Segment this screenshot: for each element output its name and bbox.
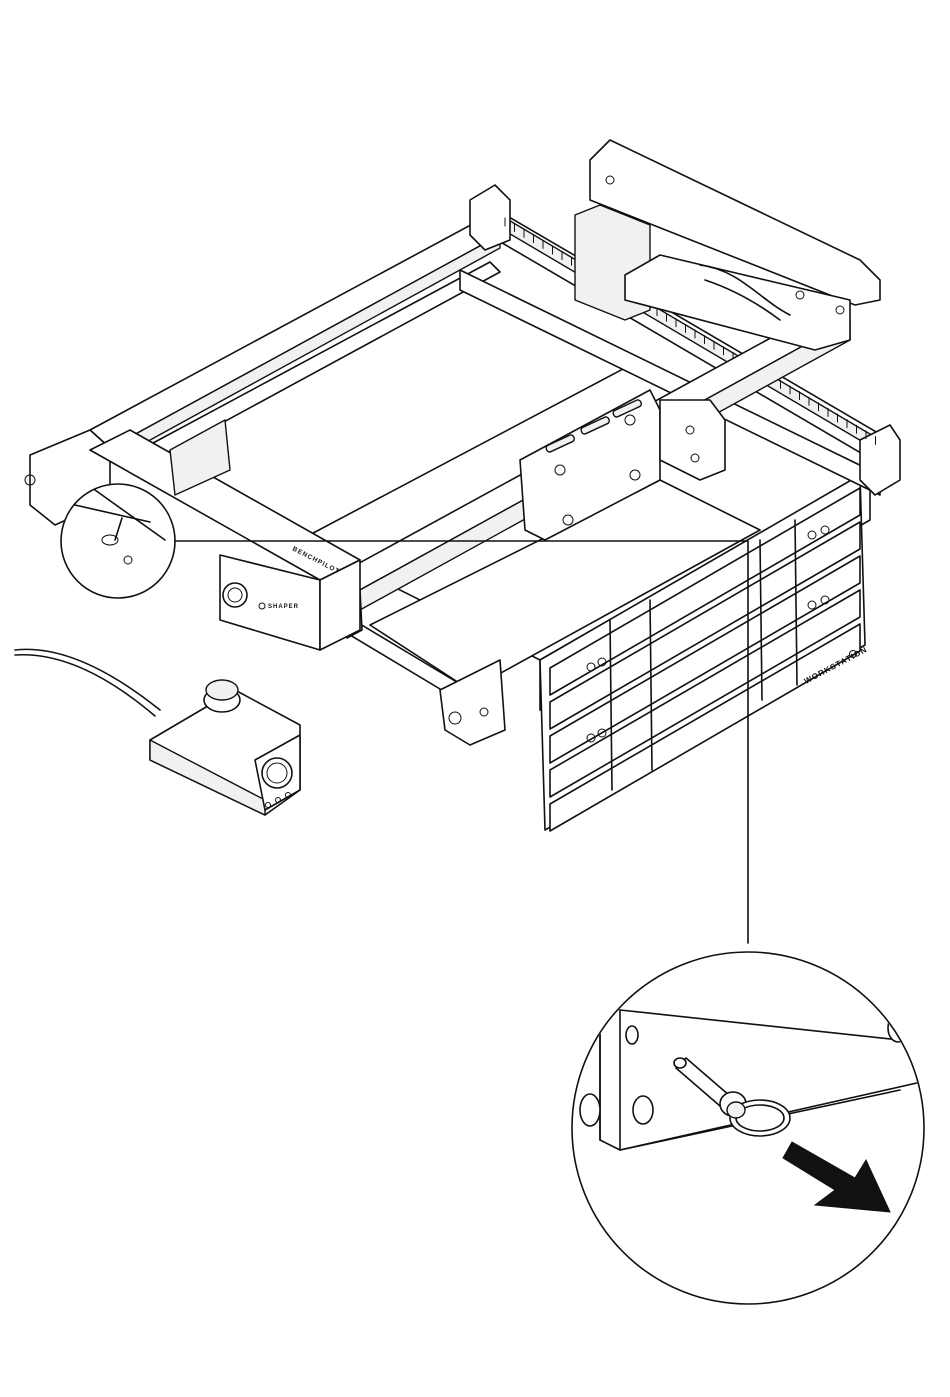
brand-side-label: SHAPER (268, 604, 299, 610)
small-callout (61, 484, 175, 598)
spindle-carriage (575, 140, 880, 350)
detail-callout (572, 952, 930, 1304)
emergency-stop (15, 649, 300, 815)
